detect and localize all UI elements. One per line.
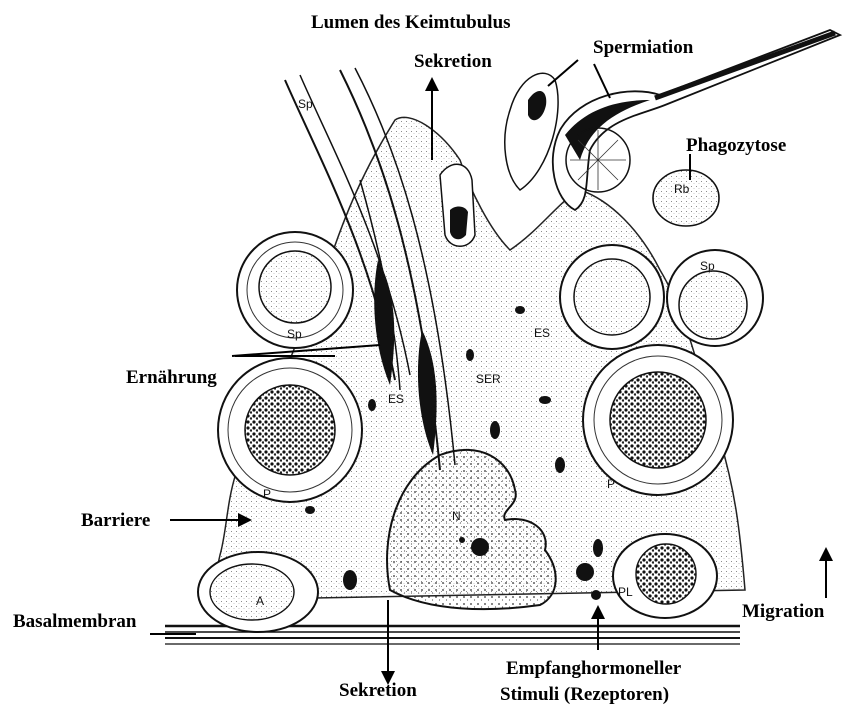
label-basalmembran: Basalmembran xyxy=(13,612,137,631)
label-rb: Rb xyxy=(674,182,690,196)
label-sekretion-bottom: Sekretion xyxy=(339,681,417,700)
label-sekretion-top: Sekretion xyxy=(414,52,492,71)
label-p-left: P xyxy=(263,487,271,501)
label-sp-left: Sp xyxy=(287,327,302,341)
label-migration: Migration xyxy=(742,602,824,621)
label-a: A xyxy=(256,594,264,608)
label-es-upper: ES xyxy=(534,326,550,340)
label-empfang-line1: Empfanghormoneller xyxy=(506,659,681,678)
label-phagozytose: Phagozytose xyxy=(686,136,786,155)
label-ser: SER xyxy=(476,372,501,386)
label-sp-right: Sp xyxy=(700,259,715,273)
label-n: N xyxy=(452,509,461,523)
label-ernaehrung: Ernährung xyxy=(126,368,217,387)
label-barriere: Barriere xyxy=(81,511,150,530)
label-lumen: Lumen des Keimtubulus xyxy=(311,13,511,32)
label-spermiation: Spermiation xyxy=(593,38,693,57)
residual-body xyxy=(653,170,719,226)
label-pl: PL xyxy=(618,585,633,599)
label-p-right: P xyxy=(607,477,615,491)
label-es-lower: ES xyxy=(388,392,404,406)
label-empfang-line2: Stimuli (Rezeptoren) xyxy=(500,685,669,704)
label-sp-top: Sp xyxy=(298,97,313,111)
